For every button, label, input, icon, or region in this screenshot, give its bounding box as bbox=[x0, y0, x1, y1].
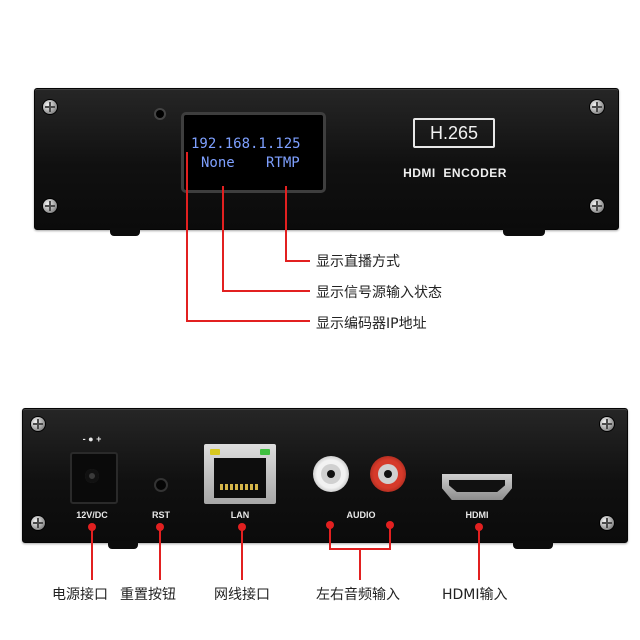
reset-button[interactable] bbox=[156, 480, 166, 490]
marker-hdmi bbox=[475, 523, 483, 531]
label-lan-port: 网线接口 bbox=[214, 587, 270, 603]
callout-line-audio bbox=[329, 528, 331, 550]
power-jack[interactable] bbox=[70, 452, 118, 504]
power-jack-label: 12V/DC bbox=[76, 510, 108, 520]
callout-line-ip-address bbox=[186, 320, 310, 322]
audio-left-jack[interactable] bbox=[313, 456, 349, 492]
callout-stream-mode: 显示直播方式 bbox=[316, 254, 400, 270]
callout-signal-status: 显示信号源输入状态 bbox=[316, 285, 442, 301]
label-hdmi-input: HDMI输入 bbox=[442, 587, 508, 603]
lan-link-led bbox=[210, 449, 220, 455]
front-panel bbox=[34, 88, 619, 230]
screw-icon bbox=[31, 516, 45, 530]
oled-stream-mode: RTMP bbox=[266, 155, 300, 171]
marker-audio-right bbox=[386, 521, 394, 529]
marker-audio-left bbox=[326, 521, 334, 529]
marker-lan bbox=[238, 523, 246, 531]
callout-line-stream-mode bbox=[285, 186, 287, 262]
lan-port-pins bbox=[220, 484, 260, 490]
marker-reset bbox=[156, 523, 164, 531]
callout-line-hdmi bbox=[478, 530, 480, 580]
callout-ip-address: 显示编码器IP地址 bbox=[316, 316, 427, 332]
rear-panel-foot-left bbox=[108, 541, 138, 549]
screw-icon bbox=[590, 100, 604, 114]
label-audio-input: 左右音频输入 bbox=[316, 587, 400, 603]
screw-icon bbox=[43, 100, 57, 114]
label-reset-button: 重置按钮 bbox=[120, 587, 176, 603]
oled-signal-status: None bbox=[201, 155, 235, 171]
callout-line-signal-status bbox=[222, 186, 224, 292]
marker-power bbox=[88, 523, 96, 531]
label-power-port: 电源接口 bbox=[52, 587, 108, 603]
callout-line-audio bbox=[359, 548, 361, 580]
callout-line-signal-status bbox=[222, 290, 310, 292]
lan-activity-led bbox=[260, 449, 270, 455]
screw-icon bbox=[31, 417, 45, 431]
callout-line-power bbox=[91, 530, 93, 580]
product-name: HDMI ENCODER bbox=[403, 166, 507, 180]
lan-port[interactable] bbox=[204, 444, 276, 504]
screw-icon bbox=[43, 199, 57, 213]
callout-line-reset bbox=[159, 530, 161, 580]
lan-port-label: LAN bbox=[230, 510, 250, 520]
screw-icon bbox=[590, 199, 604, 213]
rear-panel-foot-right bbox=[513, 541, 553, 549]
callout-line-stream-mode bbox=[285, 260, 310, 262]
screw-icon bbox=[600, 516, 614, 530]
screw-icon bbox=[600, 417, 614, 431]
callout-line-audio bbox=[389, 528, 391, 550]
front-panel-foot-right bbox=[503, 228, 545, 236]
audio-label: AUDIO bbox=[346, 510, 376, 520]
power-polarity-symbol: - ● + bbox=[82, 434, 102, 444]
lan-port-socket bbox=[214, 458, 266, 498]
hdmi-input-port[interactable] bbox=[442, 474, 512, 500]
audio-right-jack[interactable] bbox=[370, 456, 406, 492]
oled-display: 192.168.1.125 None RTMP bbox=[181, 112, 326, 193]
front-panel-foot-left bbox=[110, 228, 140, 236]
callout-line-ip-address bbox=[186, 152, 188, 322]
hdmi-port-label: HDMI bbox=[465, 510, 489, 520]
ir-receiver bbox=[156, 110, 164, 118]
codec-badge: H.265 bbox=[413, 118, 495, 148]
callout-line-lan bbox=[241, 530, 243, 580]
reset-label: RST bbox=[152, 510, 170, 520]
oled-ip-address: 192.168.1.125 bbox=[191, 136, 301, 152]
